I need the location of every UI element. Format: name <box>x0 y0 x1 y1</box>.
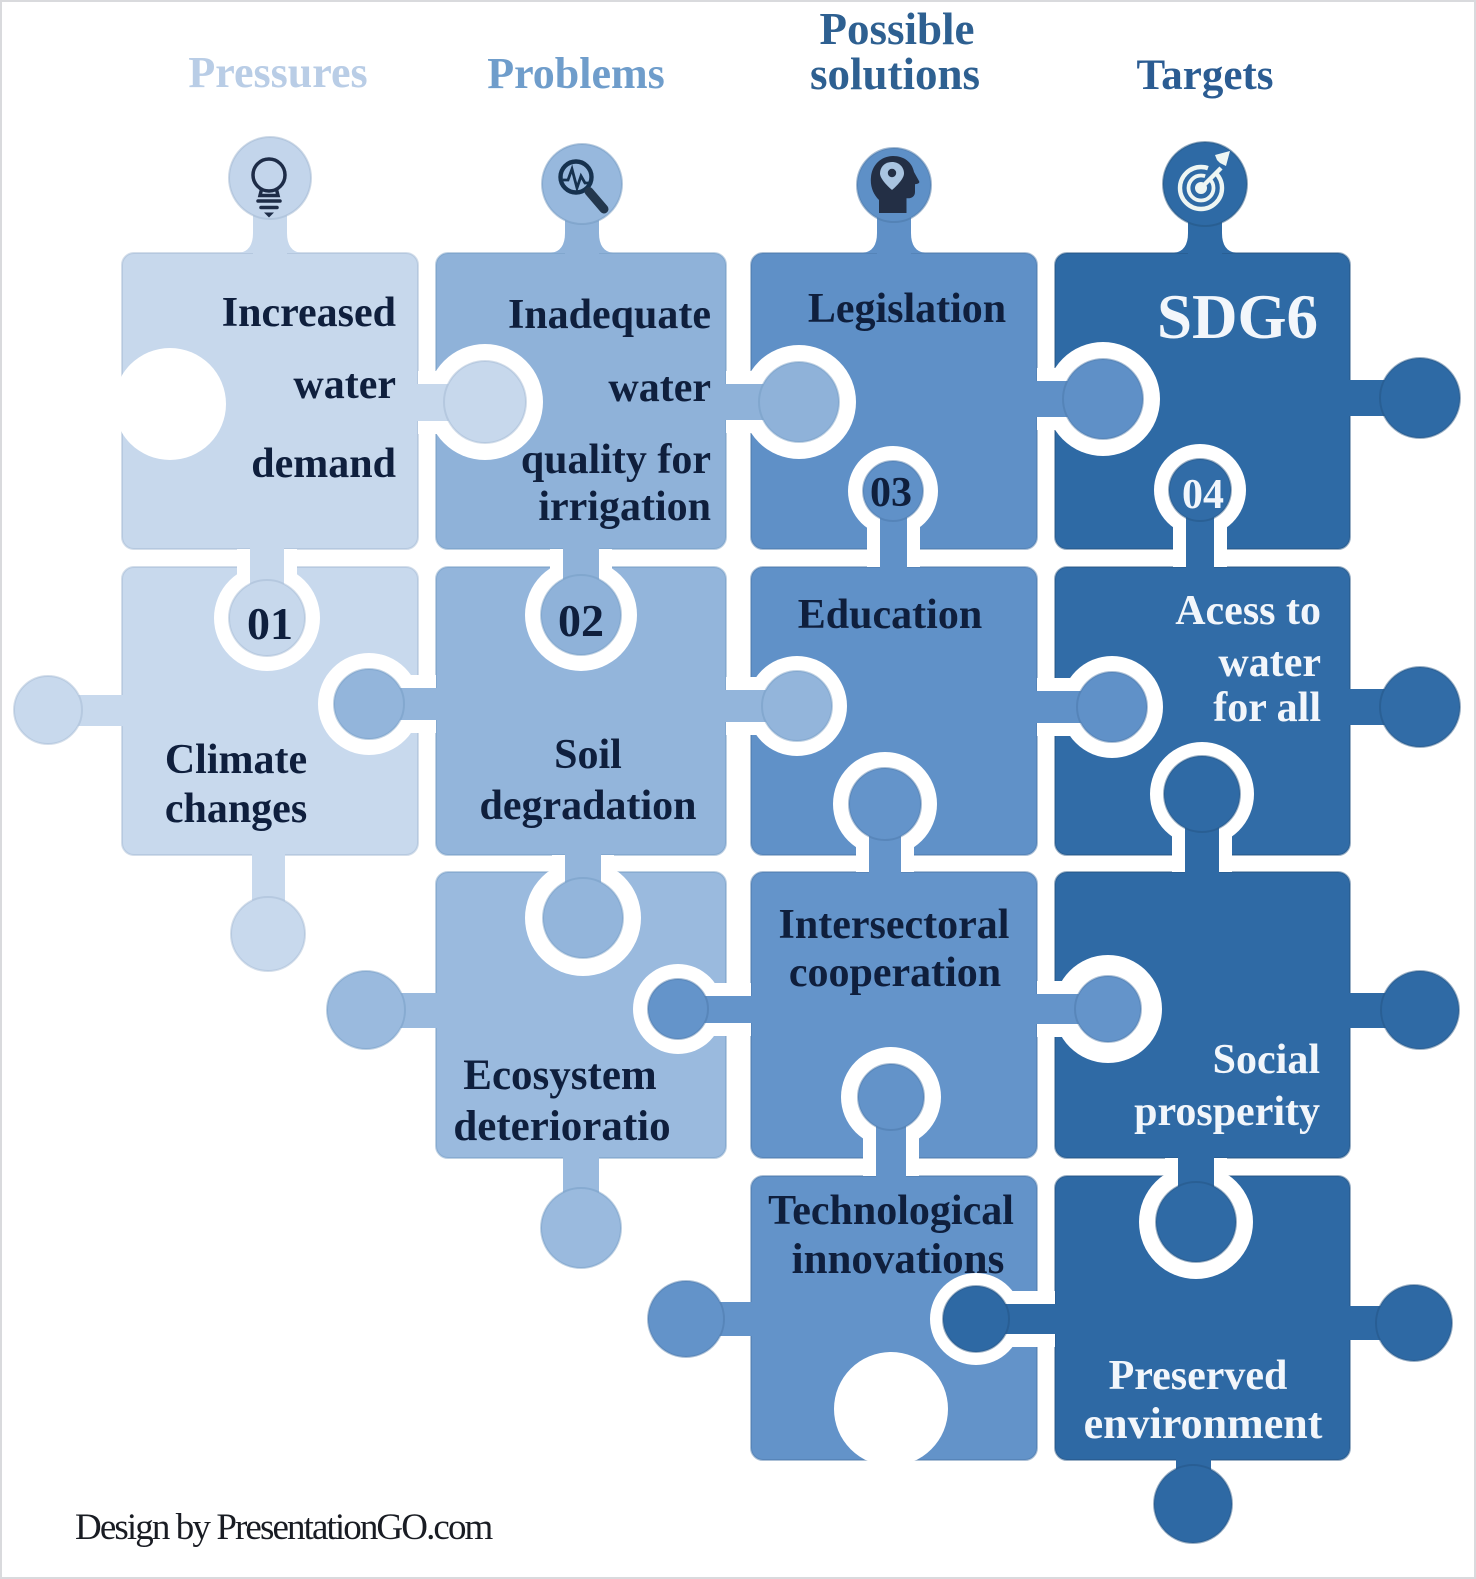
svg-text:deterioratio: deterioratio <box>453 1103 670 1150</box>
svg-text:degradation: degradation <box>479 783 696 829</box>
svg-text:water: water <box>1218 640 1321 686</box>
svg-text:Legislation: Legislation <box>808 286 1006 332</box>
svg-text:irrigation: irrigation <box>538 484 711 530</box>
svg-text:Soil: Soil <box>554 732 622 778</box>
svg-text:04: 04 <box>1182 472 1224 518</box>
svg-text:innovations: innovations <box>792 1236 1005 1283</box>
svg-text:environment: environment <box>1084 1399 1323 1448</box>
svg-text:Targets: Targets <box>1137 52 1274 99</box>
svg-text:SDG6: SDG6 <box>1157 282 1318 352</box>
svg-text:cooperation: cooperation <box>789 950 1001 996</box>
svg-text:Climate: Climate <box>165 737 307 783</box>
svg-text:Preserved: Preserved <box>1109 1353 1288 1399</box>
svg-text:Education: Education <box>798 592 982 638</box>
svg-text:changes: changes <box>165 786 307 832</box>
svg-text:Increased: Increased <box>222 290 396 336</box>
svg-text:Technological: Technological <box>768 1188 1014 1234</box>
svg-text:prosperity: prosperity <box>1134 1089 1320 1135</box>
svg-text:quality for: quality for <box>521 437 711 483</box>
svg-text:01: 01 <box>247 598 293 649</box>
svg-text:Intersectoral: Intersectoral <box>779 902 1010 948</box>
svg-text:Pressures: Pressures <box>188 48 367 97</box>
svg-text:Design by PresentationGO.com: Design by PresentationGO.com <box>75 1507 494 1548</box>
svg-text:water: water <box>608 365 711 411</box>
svg-text:Problems: Problems <box>487 49 665 98</box>
svg-text:Acess to: Acess to <box>1175 588 1321 634</box>
svg-text:03: 03 <box>870 470 912 516</box>
svg-text:Inadequate: Inadequate <box>508 292 711 338</box>
svg-text:Social: Social <box>1213 1037 1320 1083</box>
svg-text:for all: for all <box>1213 685 1321 731</box>
svg-text:Possible: Possible <box>819 4 974 54</box>
svg-text:solutions: solutions <box>810 49 980 99</box>
svg-text:02: 02 <box>558 595 604 646</box>
svg-text:water: water <box>293 362 396 408</box>
svg-text:demand: demand <box>251 441 396 487</box>
svg-text:Ecosystem: Ecosystem <box>463 1052 657 1099</box>
